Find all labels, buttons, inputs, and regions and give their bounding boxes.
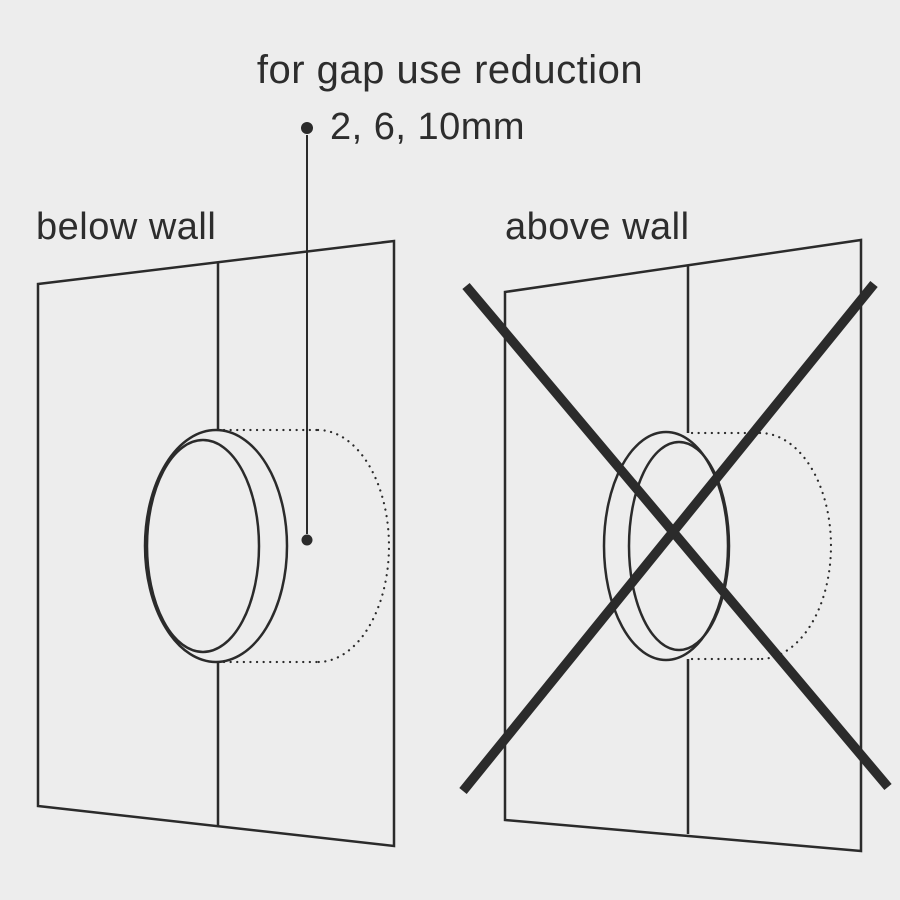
diagram-title: for gap use reduction xyxy=(256,48,644,92)
above-wall-panel-group xyxy=(459,238,892,853)
right-recess-dotted-arc xyxy=(758,431,833,661)
bullet-dot-icon xyxy=(301,122,313,134)
prohibition-x-icon xyxy=(459,281,892,794)
left-wall-panel xyxy=(36,239,396,848)
below-wall-panel-group xyxy=(36,239,396,848)
gap-measurements-label: 2, 6, 10mm xyxy=(330,106,526,148)
left-recess-dotted-arc xyxy=(316,428,391,664)
left-cylinder-inner-ellipse xyxy=(145,438,261,654)
above-wall-label: above wall xyxy=(505,206,690,248)
leader-end-dot-icon xyxy=(301,534,313,546)
right-wall-panel xyxy=(503,238,863,853)
below-wall-label: below wall xyxy=(36,206,217,248)
gap-leader-group xyxy=(301,122,313,546)
right-cylinder-inner-ellipse xyxy=(627,440,731,652)
left-cylinder-outer-ellipse xyxy=(143,428,289,664)
